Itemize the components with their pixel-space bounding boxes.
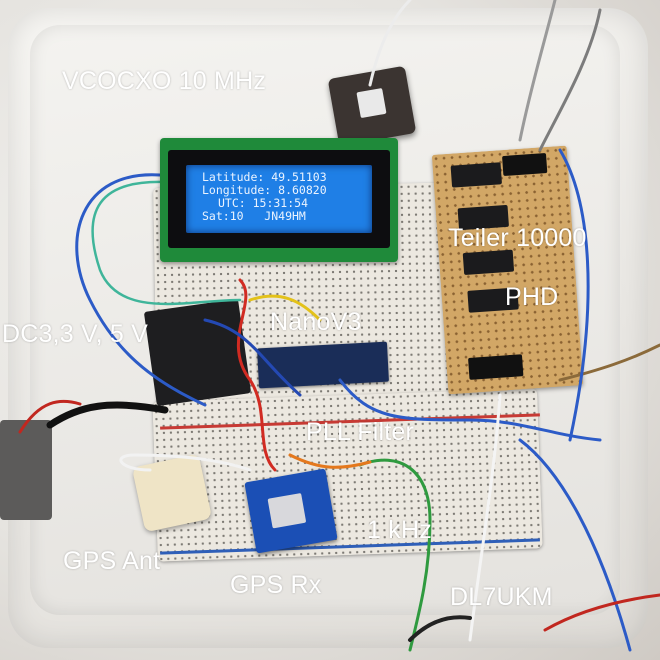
label-callsign: DL7UKM [450,583,553,611]
wire-red [237,278,277,472]
label-teiler: Teiler 10000 [448,224,587,252]
wire-black [408,615,472,642]
lcd-line-longitude: Longitude: 8.60820 [202,183,327,197]
wire-white [368,0,412,87]
wire-blue [518,438,632,652]
wire-yellow [248,294,322,322]
label-vcocxo: VCOCXO 10 MHz [62,67,267,95]
wire-red [543,593,660,632]
lcd-line-utc: UTC: 15:31:54 [218,196,309,210]
wire-orange [288,453,372,469]
wire-grey [518,0,557,142]
dc-jack-plug [0,420,52,520]
power-cable-red [18,399,82,434]
wire-blue [75,173,207,407]
wire-green [358,458,432,652]
lcd-line-latitude: Latitude: 49.51103 [202,170,327,184]
wire-teal [91,180,242,306]
wire-white [468,393,502,642]
label-nano: NanoV3 [270,308,362,336]
wire-blue [338,378,602,442]
wire-blue [203,318,302,397]
label-1khz: 1 kHz [367,516,432,544]
lcd-line-sat: Sat:10 JN49HM [202,209,306,223]
power-cable [46,401,169,429]
label-gps-ant: GPS Ant [63,547,161,575]
label-dc: DC3,3 V, 5 V [2,320,149,348]
wire-brown [558,343,660,382]
label-gps-rx: GPS Rx [230,571,322,599]
label-pll-filter: PLL Filter [306,418,415,446]
lcd-display: Latitude: 49.51103 Longitude: 8.60820 UT… [186,165,372,233]
antenna-cable [119,453,252,472]
label-phd: PHD [505,283,559,311]
wire-grey [538,8,602,152]
wire-blue [558,148,590,442]
